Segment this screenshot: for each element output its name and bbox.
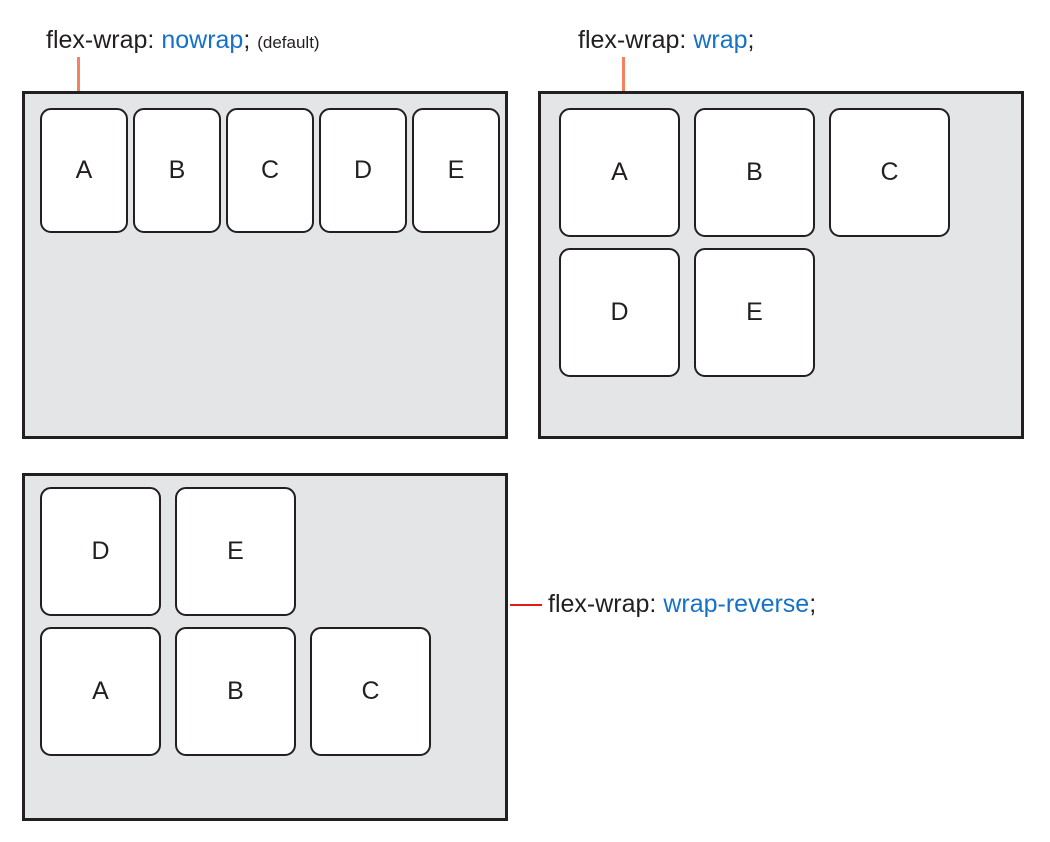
- flex-item: C: [829, 108, 950, 237]
- flex-item: D: [319, 108, 407, 233]
- label-flex-wrap-nowrap: flex-wrap: nowrap; (default): [46, 28, 320, 53]
- label-property-wrap-reverse: flex-wrap:: [548, 590, 657, 618]
- flex-item: A: [559, 108, 680, 237]
- label-value-nowrap: nowrap: [161, 26, 244, 54]
- label-value-wrap-reverse: wrap-reverse: [663, 590, 810, 618]
- label-value-wrap: wrap: [693, 26, 748, 54]
- flex-item: D: [40, 487, 161, 616]
- label-flex-wrap-wrap: flex-wrap: wrap;: [578, 28, 754, 53]
- label-semicolon-wrap-reverse: ;: [809, 590, 817, 618]
- label-flex-wrap-wrap-reverse: flex-wrap: wrap-reverse;: [548, 592, 816, 617]
- connector-line-nowrap: [77, 57, 80, 94]
- flex-item: D: [559, 248, 680, 377]
- label-note-nowrap: (default): [257, 33, 320, 52]
- flex-item: A: [40, 108, 128, 233]
- label-property-nowrap: flex-wrap:: [46, 26, 155, 54]
- flex-item: A: [40, 627, 161, 756]
- flex-container-nowrap: A B C D E: [22, 91, 508, 439]
- flex-item: E: [694, 248, 815, 377]
- flex-item: E: [412, 108, 500, 233]
- flex-item: C: [226, 108, 314, 233]
- label-semicolon-wrap: ;: [747, 26, 755, 54]
- flex-item: C: [310, 627, 431, 756]
- label-property-wrap: flex-wrap:: [578, 26, 687, 54]
- flex-item: E: [175, 487, 296, 616]
- label-semicolon-nowrap: ;: [243, 26, 251, 54]
- flex-container-wrap: A B C D E: [538, 91, 1024, 439]
- flex-item: B: [694, 108, 815, 237]
- flex-container-wrap-reverse: A B C D E: [22, 473, 508, 821]
- connector-line-wrap-reverse: [510, 604, 542, 606]
- connector-line-wrap: [622, 57, 625, 94]
- flex-item: B: [175, 627, 296, 756]
- flex-item: B: [133, 108, 221, 233]
